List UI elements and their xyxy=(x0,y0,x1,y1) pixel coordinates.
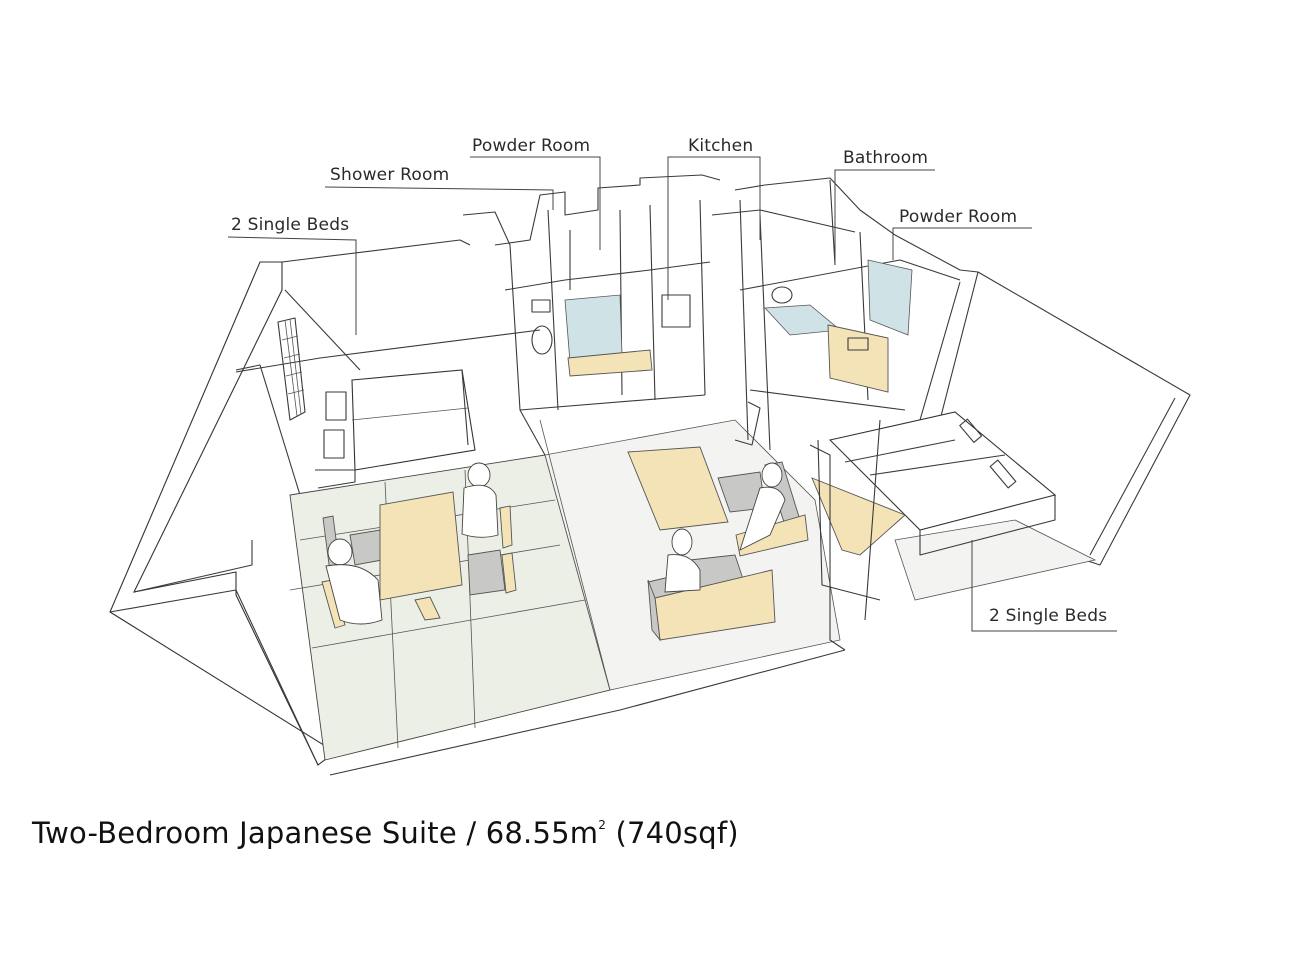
label-beds-left: 2 Single Beds xyxy=(231,215,350,235)
wet-rooms-block xyxy=(462,174,721,456)
lattice-window xyxy=(277,317,306,421)
left-dining-set xyxy=(321,462,517,629)
left-single-beds xyxy=(315,369,476,489)
label-kitchen: Kitchen xyxy=(688,136,754,156)
label-leaders xyxy=(227,156,1117,632)
caption-area-imperial: (740sqf) xyxy=(615,816,739,850)
caption-area-unit: m xyxy=(569,816,599,850)
living-sofa-set xyxy=(627,401,846,651)
caption-area-superscript: 2 xyxy=(598,818,607,832)
label-bathroom: Bathroom xyxy=(843,148,929,168)
label-beds-right: 2 Single Beds xyxy=(989,606,1108,626)
caption-area-value: 68.55 xyxy=(485,816,570,850)
caption-suite-name: Two-Bedroom Japanese Suite xyxy=(32,816,457,850)
right-outer-walls xyxy=(894,234,1191,566)
caption-separator: / xyxy=(466,816,477,850)
label-shower-room: Shower Room xyxy=(330,165,450,185)
bathroom-block xyxy=(711,177,961,451)
label-powder-room-left: Powder Room xyxy=(472,136,591,156)
diagram-caption: Two-Bedroom Japanese Suite / 68.55m2 (74… xyxy=(32,816,739,850)
label-powder-room-right: Powder Room xyxy=(899,207,1018,227)
right-bedroom xyxy=(811,411,1097,621)
